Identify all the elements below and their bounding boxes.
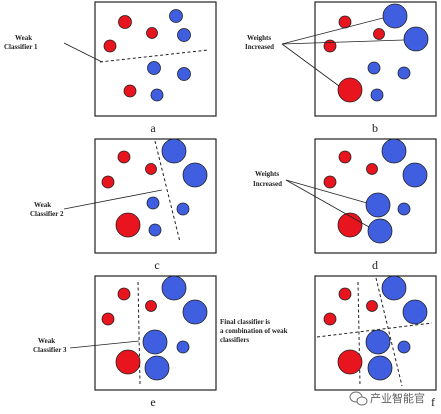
- panel-c-classifier-line: [154, 140, 181, 243]
- panel-e-red-point: [117, 287, 131, 301]
- panel-a-annotation-line-1: Weak: [15, 34, 32, 42]
- panel-f-blue-point: [397, 340, 411, 354]
- panel-c-label: c: [154, 258, 159, 272]
- panel-f-classifier-line-2: [375, 277, 403, 387]
- panel-b-red-point: [323, 39, 337, 53]
- panel-e-classifier-line: [137, 281, 141, 385]
- panel-c-blue-point: [146, 196, 160, 210]
- panel-b-label: b: [372, 121, 378, 135]
- panel-d-label: d: [372, 258, 378, 272]
- panel-b-callout-line: [281, 17, 384, 45]
- panel-c-red-point: [145, 163, 157, 175]
- panel-d-blue-point-enlarged: [365, 192, 391, 218]
- panel-a-blue-point: [169, 9, 183, 23]
- panel-f-red-point-enlarged: [337, 349, 363, 375]
- panel-e-blue-point-enlarged: [144, 355, 170, 381]
- watermark: 产业智能官: [349, 391, 425, 406]
- panel-b-callout-line: [281, 39, 405, 45]
- panel-c-annotation-line-1: Weak: [34, 201, 51, 209]
- final-classifier-note: Final classifier is a combination of wea…: [220, 318, 288, 344]
- panel-f-blue-point-enlarged: [367, 355, 393, 381]
- panel-d-annotation-line-2: Increased: [253, 180, 282, 188]
- panel-c-blue-point: [176, 202, 190, 216]
- panel-d-annotation-line-1: Weights: [255, 170, 279, 178]
- panel-c-annotation-line-2: Classifier 2: [30, 210, 64, 218]
- watermark-text: 产业智能官: [370, 391, 425, 405]
- panel-d-callout-line: [285, 179, 368, 204]
- panel-a-classifier-line: [99, 49, 209, 63]
- panel-f-red-point: [323, 312, 337, 326]
- panel-b-blue-point-enlarged: [382, 3, 408, 29]
- final-note-line-2: a combination of weak: [220, 327, 288, 335]
- panel-b-blue-point: [370, 88, 384, 102]
- panel-a-blue-point: [177, 67, 191, 81]
- panel-a-red-point: [146, 27, 158, 39]
- panel-c-red-point: [117, 150, 131, 164]
- panel-b-red-point: [373, 28, 385, 40]
- panel-d-blue-point-enlarged: [367, 218, 393, 244]
- panel-b-red-point-enlarged: [337, 77, 363, 103]
- panel-e-red-point: [101, 312, 115, 326]
- panel-a-red-point: [118, 15, 132, 29]
- final-note-line-1: Final classifier is: [220, 318, 270, 326]
- panel-a-red-point: [123, 84, 137, 98]
- panel-c-blue-point-enlarged: [182, 162, 208, 188]
- wechat-icon: [349, 391, 368, 406]
- panel-c: Weak Classifier 2 c: [30, 138, 217, 272]
- panel-f: f: [314, 275, 437, 409]
- panel-d-callout-line: [285, 179, 370, 228]
- panel-f-blue-point-enlarged: [402, 299, 428, 325]
- panel-b-annotation-line-1: Weights: [247, 34, 271, 42]
- panel-e-annotation-line-2: Classifier 3: [33, 346, 67, 354]
- panel-b-blue-point: [367, 61, 381, 75]
- panel-a: Weak Classifier 1 a: [4, 1, 217, 135]
- panel-c-blue-point-enlarged: [161, 138, 187, 164]
- panel-a-callout-line: [63, 42, 103, 63]
- final-note-line-3: classifiers: [220, 336, 249, 344]
- panel-d: Weights Increased d: [253, 138, 437, 272]
- panel-e: Weak Classifier 3 e: [33, 275, 217, 409]
- panel-e-blue-point-enlarged: [182, 299, 208, 325]
- panel-e-blue-point: [176, 340, 190, 354]
- panel-e-annotation-line-1: Weak: [38, 337, 55, 345]
- panel-b-red-point: [338, 15, 352, 29]
- panel-b-annotation-line-2: Increased: [245, 43, 274, 51]
- panel-d-red-point: [366, 163, 378, 175]
- panel-e-red-point: [145, 300, 157, 312]
- panel-f-classifier-line-1: [316, 322, 433, 338]
- panel-d-red-point-enlarged: [337, 212, 363, 238]
- panel-f-blue-point-enlarged: [381, 275, 407, 301]
- panel-e-blue-point-enlarged: [142, 329, 168, 355]
- panel-a-blue-point: [150, 88, 164, 102]
- panel-d-blue-point-enlarged: [381, 138, 407, 164]
- panel-d-red-point: [323, 175, 337, 189]
- panel-e-callout-line: [69, 340, 140, 349]
- panel-c-red-point-enlarged: [115, 212, 141, 238]
- panel-a-red-point: [103, 39, 117, 53]
- panel-f-red-point: [366, 300, 378, 312]
- panel-a-label: a: [150, 121, 156, 135]
- panel-d-red-point: [338, 150, 352, 164]
- panel-d-blue-point: [397, 202, 411, 216]
- panel-c-blue-point: [148, 223, 162, 237]
- panel-a-blue-point: [147, 61, 161, 75]
- panel-f-classifier-line-3: [357, 281, 361, 387]
- panel-e-label: e: [150, 395, 155, 409]
- panel-b-callout-line: [281, 43, 340, 87]
- panel-c-red-point: [101, 175, 115, 189]
- panel-e-blue-point-enlarged: [161, 275, 187, 301]
- panel-f-label: f: [431, 395, 435, 409]
- panel-c-callout-line: [63, 189, 163, 210]
- panel-a-annotation-line-2: Classifier 1: [4, 43, 38, 51]
- panel-b-blue-point: [397, 66, 411, 80]
- panel-a-blue-point: [177, 28, 191, 42]
- panel-b-blue-point-enlarged: [403, 26, 429, 52]
- panel-d-blue-point-enlarged: [402, 162, 428, 188]
- panel-b: Weights Increased b: [245, 1, 437, 135]
- panel-e-red-point-enlarged: [115, 349, 141, 375]
- panel-f-blue-point-enlarged: [365, 329, 391, 355]
- panel-f-red-point: [338, 287, 352, 301]
